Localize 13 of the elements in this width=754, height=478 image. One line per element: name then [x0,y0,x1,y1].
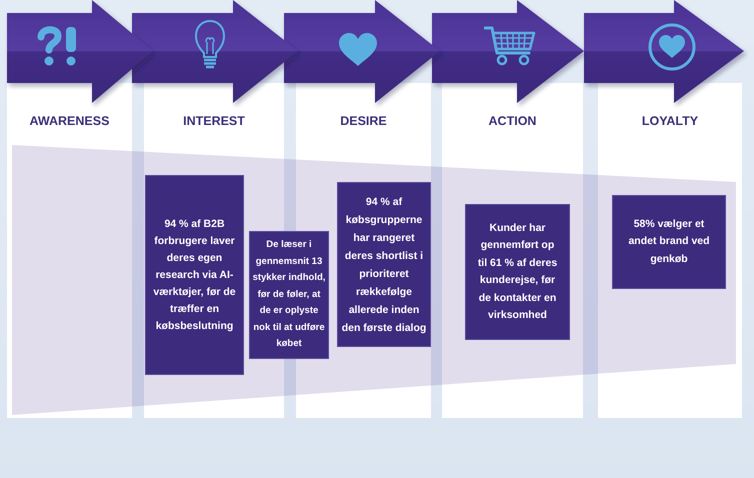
stat-card: 94 % af B2B forbrugere laver deres egen research via AI-værktøjer, før de træffer en købsbeslutning [145,175,244,375]
stage-title: ACTION [488,114,538,128]
stage-column [598,83,742,418]
stage-title: AWARENESS [28,114,110,128]
stat-card: De læser i gennemsnit 13 stykker indhold, før de føler, at de er oplyste nok til at udføre købet [249,231,329,359]
stat-card: 58% vælger et andet brand ved genkøb [612,195,726,289]
stage-column [442,83,583,418]
stat-card: 94 % af købsgrupperne har rangeret deres shortlist i prioriteret rækkefølge allerede inden den første dialog [337,182,431,347]
stage-title: DESIRE [339,114,388,128]
stage-title: LOYALTY [640,114,700,128]
stage-title: INTEREST [182,114,246,128]
stat-card: Kunder har gennemført op til 61 % af deres kunderejse, før de kontakter en virksomhed [465,204,570,340]
stage-column [7,83,132,418]
